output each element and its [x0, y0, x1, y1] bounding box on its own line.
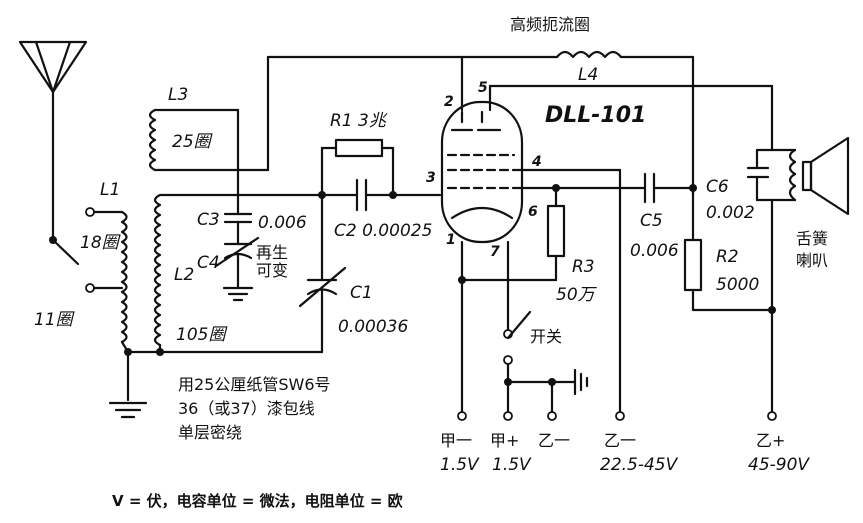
pin-5: 5 — [478, 80, 488, 96]
terminal-b-minus2-name: 乙一 — [604, 431, 636, 450]
label-speaker-1: 舌簧 — [796, 229, 828, 248]
ground-symbol-left — [108, 401, 148, 419]
label-l1-tap1: 18圈 — [80, 233, 122, 253]
label-c1-value: 0.00036 — [338, 317, 408, 337]
pin-4: 4 — [531, 154, 542, 170]
capacitor-c6 — [746, 148, 797, 202]
label-regen: 再生 — [256, 243, 288, 262]
pin-6: 6 — [528, 204, 538, 220]
label-rf-choke: 高频扼流圈 — [510, 15, 590, 34]
label-c4: C4 — [197, 253, 220, 273]
coil-l2 — [126, 193, 324, 356]
label-l3-turns: 25圈 — [172, 132, 214, 152]
switch — [503, 310, 589, 414]
speaker-icon — [770, 136, 850, 414]
terminal-a-plus-volt: 1.5V — [492, 455, 532, 475]
label-speaker-2: 喇叭 — [796, 251, 828, 270]
label-regen-variable: 可变 — [256, 261, 288, 280]
label-c3: C3 — [197, 210, 220, 230]
label-r2-value: 5000 — [716, 275, 759, 295]
capacitor-c2 — [318, 178, 442, 212]
vacuum-tube — [440, 55, 774, 414]
label-l1-tap2: 11圈 — [34, 310, 76, 330]
terminal-b-minus-name: 乙一 — [538, 431, 570, 450]
label-r3-value: 50万 — [556, 285, 598, 305]
terminal-b-plus-volt: 45-90V — [748, 455, 810, 475]
label-r3: R3 — [572, 257, 595, 277]
label-switch: 开关 — [530, 327, 562, 346]
capacitor-c4 — [214, 236, 260, 302]
label-c6: C6 — [706, 177, 729, 197]
antenna-symbol — [18, 40, 88, 266]
pin-7: 7 — [490, 244, 500, 260]
coil-note-line3: 单层密绕 — [178, 423, 242, 442]
terminal-a-plus-name: 甲+ — [490, 431, 519, 450]
resistor-r1 — [320, 138, 395, 197]
label-r1: R1 3兆 — [330, 111, 388, 131]
coil-note-line1: 用25公厘纸管SW6号 — [178, 375, 331, 394]
resistor-r3 — [458, 184, 566, 284]
terminals — [457, 411, 777, 421]
terminal-b-plus-name: 乙+ — [756, 431, 785, 450]
capacitor-c3 — [223, 212, 253, 246]
coil-note-line2: 36（或37）漆包线 — [178, 399, 315, 418]
terminal-a-minus-volt: 1.5V — [440, 455, 480, 475]
label-r2: R2 — [716, 247, 739, 267]
terminal-a-minus-name: 甲一 — [440, 431, 472, 450]
label-tube: DLL-101 — [545, 103, 646, 128]
rf-choke-l4 — [555, 50, 695, 197]
label-c2: C2 0.00025 — [334, 221, 432, 241]
footer-units-note: V = 伏，电容单位 = 微法，电阻单位 = 欧 — [112, 492, 403, 510]
capacitor-c5 — [643, 172, 697, 204]
coil-l3 — [148, 108, 270, 216]
label-c6-value: 0.002 — [706, 203, 755, 223]
pin-1: 1 — [446, 232, 456, 248]
label-l3: L3 — [168, 85, 188, 105]
label-c1: C1 — [350, 283, 373, 303]
label-c5: C5 — [640, 211, 663, 231]
pin-2: 2 — [444, 94, 454, 110]
label-c5-value: 0.006 — [630, 241, 679, 261]
label-l1: L1 — [100, 180, 120, 200]
label-l4: L4 — [578, 65, 598, 85]
terminal-b-minus2-volt: 22.5-45V — [600, 455, 679, 475]
label-l2-turns: 105圈 — [176, 325, 228, 345]
label-c3-value: 0.006 — [258, 213, 307, 233]
label-l2: L2 — [174, 265, 194, 285]
coil-l1 — [85, 207, 132, 402]
capacitor-c1 — [298, 193, 347, 354]
pin-3: 3 — [426, 170, 436, 186]
